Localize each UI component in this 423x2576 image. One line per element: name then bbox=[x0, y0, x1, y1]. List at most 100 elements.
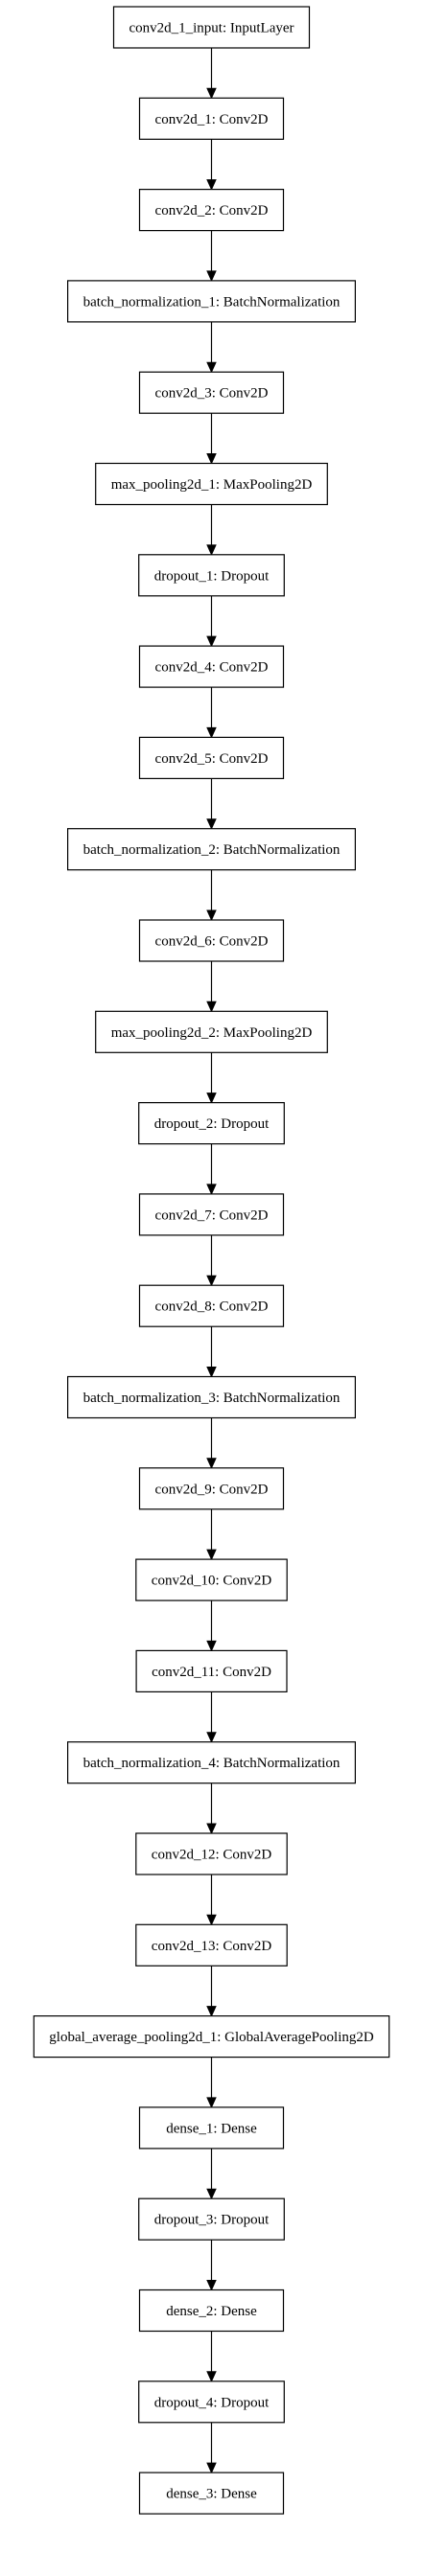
edge-arrow bbox=[206, 1234, 217, 1287]
layer-node: conv2d_13: Conv2D bbox=[135, 1923, 288, 1966]
layer-node-label: dropout_1: Dropout bbox=[154, 568, 270, 584]
arrowhead-icon bbox=[206, 1549, 217, 1561]
edge-arrow bbox=[206, 1691, 217, 1743]
arrowhead-icon bbox=[206, 544, 217, 557]
layer-node: dense_1: Dense bbox=[138, 2106, 285, 2150]
layer-node-box bbox=[135, 1923, 288, 1966]
layer-node-box bbox=[138, 1284, 285, 1327]
layer-node-box bbox=[135, 1649, 288, 1693]
layer-node: max_pooling2d_1: MaxPooling2D bbox=[95, 462, 328, 506]
arrowhead-icon bbox=[206, 1000, 217, 1013]
layer-node-box bbox=[138, 736, 285, 780]
layer-node: conv2d_3: Conv2D bbox=[138, 371, 285, 414]
edges-layer bbox=[206, 48, 217, 2474]
layer-node: batch_normalization_4: BatchNormalizatio… bbox=[66, 1741, 356, 1784]
edge-arrow bbox=[206, 321, 217, 374]
layer-node-label: batch_normalization_3: BatchNormalizatio… bbox=[83, 1391, 341, 1406]
arrowhead-icon bbox=[206, 1458, 217, 1470]
layer-node-label: conv2d_1_input: InputLayer bbox=[129, 21, 294, 36]
layer-node-label: dropout_4: Dropout bbox=[154, 2395, 270, 2410]
layer-node-box bbox=[33, 2015, 390, 2058]
edge-arrow bbox=[206, 1874, 217, 1926]
layer-node-box bbox=[66, 1741, 356, 1784]
arrowhead-icon bbox=[206, 1275, 217, 1287]
layer-node: conv2d_12: Conv2D bbox=[135, 1832, 288, 1875]
layer-node: batch_normalization_2: BatchNormalizatio… bbox=[66, 828, 356, 871]
layer-node-label: conv2d_8: Conv2D bbox=[155, 1300, 269, 1315]
layer-node-box bbox=[95, 1010, 328, 1053]
layer-node: conv2d_2: Conv2D bbox=[138, 189, 285, 232]
edge-arrow bbox=[206, 1966, 217, 2017]
edge-arrow bbox=[206, 2057, 217, 2109]
layer-node-box bbox=[138, 371, 285, 414]
edge-arrow bbox=[206, 1143, 217, 1196]
layer-node-label: dropout_3: Dropout bbox=[154, 2213, 270, 2228]
arrowhead-icon bbox=[206, 179, 217, 191]
layer-node-box bbox=[138, 189, 285, 232]
layer-node-box bbox=[138, 554, 285, 597]
layer-node-label: conv2d_2: Conv2D bbox=[155, 203, 269, 218]
layer-node: dropout_1: Dropout bbox=[138, 554, 285, 597]
layer-node-box bbox=[138, 2106, 285, 2150]
layer-node: conv2d_8: Conv2D bbox=[138, 1284, 285, 1327]
layer-node-label: conv2d_7: Conv2D bbox=[155, 1208, 269, 1223]
edge-arrow bbox=[206, 1508, 217, 1561]
layer-node-box bbox=[138, 919, 285, 962]
layer-node-label: max_pooling2d_1: MaxPooling2D bbox=[111, 477, 313, 493]
layer-node-label: batch_normalization_4: BatchNormalizatio… bbox=[83, 1756, 341, 1771]
arrowhead-icon bbox=[206, 635, 217, 648]
layer-node: dropout_2: Dropout bbox=[138, 1101, 285, 1145]
layer-node-box bbox=[66, 280, 356, 323]
layer-node: global_average_pooling2d_1: GlobalAverag… bbox=[33, 2015, 390, 2058]
layer-node-box bbox=[138, 1193, 285, 1236]
edge-arrow bbox=[206, 595, 217, 648]
arrowhead-icon bbox=[206, 1914, 217, 1926]
layer-node-box bbox=[66, 828, 356, 871]
layer-node: conv2d_5: Conv2D bbox=[138, 736, 285, 780]
layer-node-box bbox=[95, 462, 328, 506]
layer-node: batch_normalization_3: BatchNormalizatio… bbox=[66, 1375, 356, 1419]
arrowhead-icon bbox=[206, 2371, 217, 2383]
layer-node-box bbox=[138, 2472, 285, 2515]
layer-node-box bbox=[138, 2380, 285, 2424]
layer-node: conv2d_1_input: InputLayer bbox=[112, 6, 311, 49]
layer-node: conv2d_7: Conv2D bbox=[138, 1193, 285, 1236]
layer-node-label: conv2d_9: Conv2D bbox=[155, 1482, 269, 1497]
layer-node-label: conv2d_1: Conv2D bbox=[155, 112, 269, 127]
layer-node: batch_normalization_1: BatchNormalizatio… bbox=[66, 280, 356, 323]
layer-node-label: conv2d_3: Conv2D bbox=[155, 386, 269, 402]
layer-node-box bbox=[138, 1101, 285, 1145]
arrowhead-icon bbox=[206, 1092, 217, 1104]
arrowhead-icon bbox=[206, 2006, 217, 2017]
arrowhead-icon bbox=[206, 1367, 217, 1378]
arrowhead-icon bbox=[206, 1640, 217, 1652]
layer-node: conv2d_4: Conv2D bbox=[138, 645, 285, 688]
layer-node-label: dense_3: Dense bbox=[166, 2487, 257, 2502]
edge-arrow bbox=[206, 1052, 217, 1104]
layer-node-label: max_pooling2d_2: MaxPooling2D bbox=[111, 1025, 313, 1041]
layer-node-label: dropout_2: Dropout bbox=[154, 1116, 270, 1132]
edge-arrow bbox=[206, 1417, 217, 1470]
edge-arrow bbox=[206, 2240, 217, 2291]
edge-arrow bbox=[206, 869, 217, 922]
arrowhead-icon bbox=[206, 2097, 217, 2109]
layer-node: dropout_4: Dropout bbox=[138, 2380, 285, 2424]
layer-node-label: dense_1: Dense bbox=[166, 2121, 257, 2136]
edge-arrow bbox=[206, 1600, 217, 1652]
layer-node-label: conv2d_12: Conv2D bbox=[152, 1848, 272, 1863]
edge-arrow bbox=[206, 961, 217, 1013]
layer-node-box bbox=[138, 645, 285, 688]
arrowhead-icon bbox=[206, 2280, 217, 2291]
layer-node: dropout_3: Dropout bbox=[138, 2197, 285, 2241]
layer-node-label: dense_2: Dense bbox=[166, 2304, 257, 2319]
arrowhead-icon bbox=[206, 1823, 217, 1835]
edge-arrow bbox=[206, 413, 217, 465]
layer-node-label: conv2d_11: Conv2D bbox=[152, 1665, 271, 1680]
layer-node-box bbox=[138, 1467, 285, 1510]
arrowhead-icon bbox=[206, 909, 217, 922]
arrowhead-icon bbox=[206, 87, 217, 100]
layer-node-box bbox=[135, 1832, 288, 1875]
layer-node-label: conv2d_4: Conv2D bbox=[155, 660, 269, 676]
edge-arrow bbox=[206, 504, 217, 557]
